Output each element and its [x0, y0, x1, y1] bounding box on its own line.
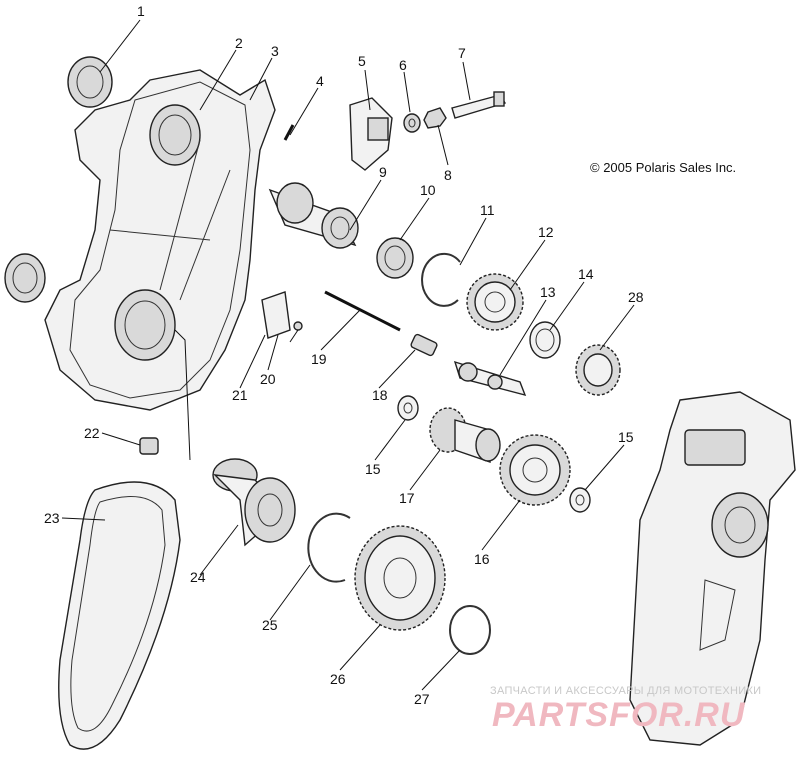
callout-21: 21	[232, 387, 248, 403]
callout-13: 13	[540, 284, 556, 300]
callout-5: 5	[358, 53, 366, 69]
washer-6	[403, 113, 421, 133]
shaft-9	[268, 182, 359, 249]
screw-20	[289, 321, 303, 343]
pin-4	[283, 124, 295, 141]
washer-15-right	[569, 487, 591, 513]
callout-4: 4	[316, 73, 324, 89]
callout-10: 10	[420, 182, 436, 198]
shift-fork-13	[453, 360, 527, 397]
callout-labels: 1 2 3 4 5 6 7 8 9 10 11 12 13 14 28 19 1…	[44, 3, 644, 707]
callout-12: 12	[538, 224, 554, 240]
bolt-7	[451, 91, 507, 119]
bearing-10	[376, 237, 414, 279]
callout-27: 27	[414, 691, 430, 707]
gear-shaft-17	[429, 407, 501, 463]
callout-15-right: 15	[618, 429, 634, 445]
callout-23: 23	[44, 510, 60, 526]
callout-19: 19	[311, 351, 327, 367]
callout-25: 25	[262, 617, 278, 633]
sprocket-24	[212, 458, 296, 547]
gear-12	[466, 273, 524, 331]
callout-18: 18	[372, 387, 388, 403]
callout-1: 1	[137, 3, 145, 19]
snap-ring-27	[449, 605, 491, 655]
callout-20: 20	[260, 371, 276, 387]
callout-16: 16	[474, 551, 490, 567]
callout-26: 26	[330, 671, 346, 687]
watermark-brand: PARTSFOR.RU	[492, 696, 746, 734]
callout-14: 14	[578, 266, 594, 282]
gear-26	[354, 525, 446, 631]
callout-2: 2	[235, 35, 243, 51]
gear-16	[499, 434, 571, 506]
callout-28: 28	[628, 289, 644, 305]
copyright-notice: © 2005 Polaris Sales Inc.	[590, 160, 736, 175]
plug-22	[139, 437, 159, 455]
plate-21	[261, 291, 291, 339]
seal-1	[67, 56, 113, 108]
callout-3: 3	[271, 43, 279, 59]
wedge-5	[349, 97, 393, 171]
watermark: ЗАПЧАСТИ И АКСЕССУАРЫ ДЛЯ МОТОТЕХНИКИ PA…	[490, 685, 761, 734]
callout-9: 9	[379, 164, 387, 180]
gearcase-housing	[44, 69, 276, 411]
rod-19	[324, 290, 401, 332]
callout-24: 24	[190, 569, 206, 585]
belt-23	[58, 481, 181, 750]
callout-17: 17	[399, 490, 415, 506]
callout-11: 11	[480, 202, 495, 218]
nut-8	[423, 107, 447, 129]
watermark-caption: ЗАПЧАСТИ И АКСЕССУАРЫ ДЛЯ МОТОТЕХНИКИ	[490, 685, 761, 697]
seal-ring-left	[4, 253, 46, 303]
leader-lines	[61, 19, 635, 691]
washer-15-left	[397, 395, 419, 421]
gear-28	[575, 344, 621, 396]
gearcase-cover-right	[629, 391, 796, 746]
callout-22: 22	[84, 425, 100, 441]
washer-14	[529, 321, 561, 359]
snap-ring-11	[421, 252, 461, 307]
callout-6: 6	[399, 57, 407, 73]
snap-ring-25	[307, 512, 351, 583]
plug-18	[410, 333, 438, 357]
callout-15-left: 15	[365, 461, 381, 477]
callout-7: 7	[458, 45, 466, 61]
callout-8: 8	[444, 167, 452, 183]
